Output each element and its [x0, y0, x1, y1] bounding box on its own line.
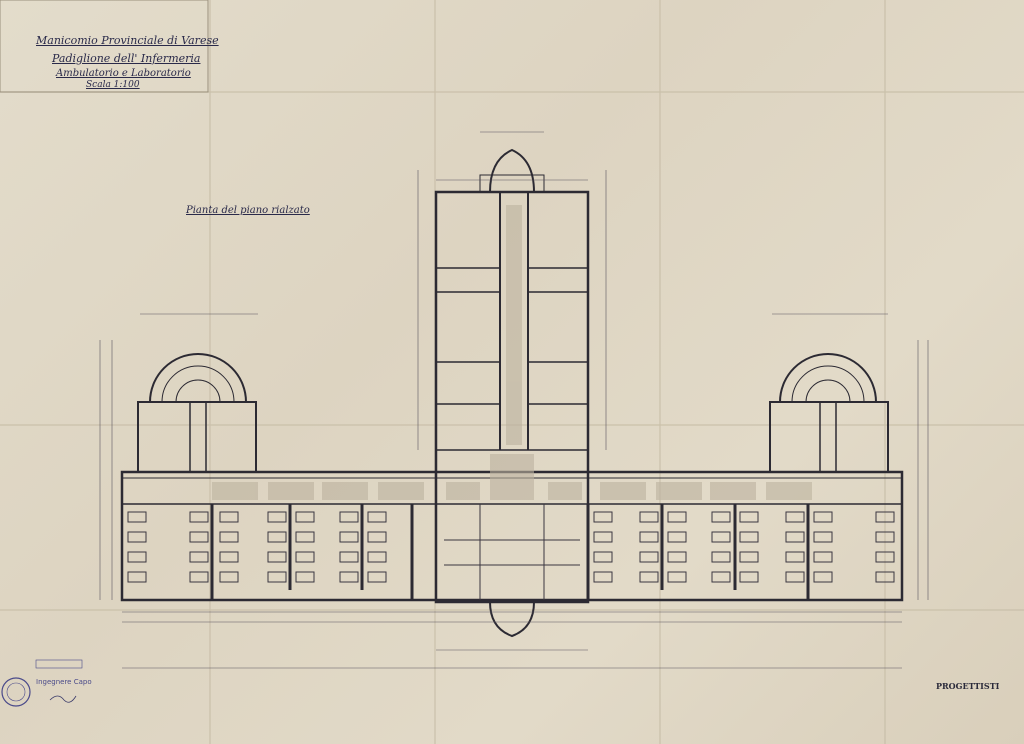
official-seal-icon — [1, 677, 31, 707]
title-line-3: Ambulatorio e Laboratorio — [56, 68, 191, 79]
central-hall-grid — [444, 504, 580, 600]
dimension-lines — [99, 131, 929, 669]
stamp-caption: Ingegnere Capo — [36, 678, 92, 686]
project-heading: PROGETTISTI — [936, 681, 1000, 691]
bed-fixtures — [127, 511, 895, 583]
plan-label: Pianta del piano rialzato — [186, 205, 310, 216]
title-line-2: Padiglione dell' Infermeria — [52, 52, 201, 65]
date-stamp — [35, 659, 83, 669]
corridor-hatching — [212, 205, 812, 500]
title-line-4: Scala 1:100 — [86, 80, 140, 90]
signature-mark — [49, 695, 77, 703]
plan-walls — [120, 148, 904, 638]
title-line-1: Manicomio Provinciale di Varese — [36, 34, 219, 47]
title-block-frame — [0, 0, 209, 93]
official-seal-inner-ring — [6, 682, 26, 702]
